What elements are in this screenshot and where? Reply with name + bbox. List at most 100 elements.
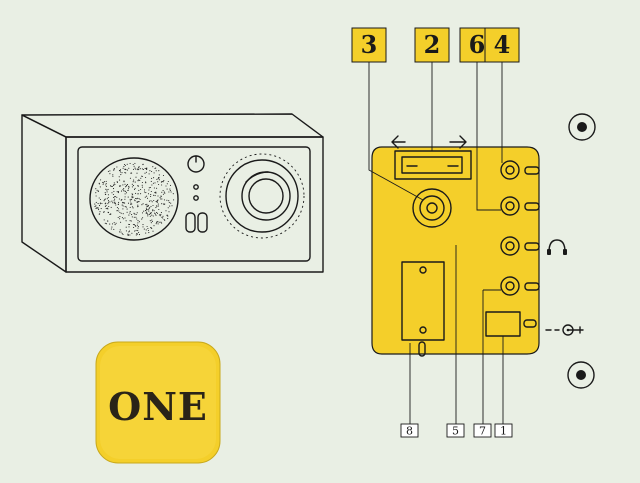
grille-dot	[131, 193, 133, 195]
grille-dot	[95, 195, 97, 197]
grille-dot	[110, 185, 112, 187]
grille-dot	[156, 201, 158, 203]
grille-dot	[132, 185, 134, 187]
grille-dot	[134, 200, 136, 202]
grille-dot	[151, 184, 153, 186]
grille-dot	[120, 199, 122, 201]
grille-dot	[147, 229, 149, 232]
grille-dot	[98, 209, 100, 211]
grille-dot	[122, 205, 124, 207]
grille-dot	[143, 191, 146, 193]
grille-dot	[124, 183, 126, 185]
grille-dot	[144, 210, 147, 212]
grille-dot	[121, 232, 123, 234]
grille-dot	[150, 222, 152, 224]
grille-dot	[131, 203, 133, 205]
grille-dot	[124, 196, 126, 198]
grille-dot	[122, 188, 124, 191]
grille-dot	[128, 230, 131, 232]
grille-dot	[134, 162, 136, 164]
grille-dot	[158, 170, 160, 172]
grille-dot	[155, 192, 157, 194]
grille-dot	[153, 225, 155, 227]
grille-dot	[128, 231, 130, 233]
grille-dot	[103, 210, 105, 213]
svg-text:7: 7	[479, 425, 486, 438]
grille-dot	[142, 217, 144, 219]
grille-dot	[165, 210, 167, 212]
grille-dot	[120, 231, 122, 233]
grille-dot	[154, 167, 156, 170]
callout-5: 5	[446, 423, 465, 438]
grille-dot	[113, 182, 115, 184]
grille-dot	[123, 187, 125, 190]
grille-dot	[105, 205, 107, 207]
grille-dot	[124, 172, 126, 174]
grille-dot	[152, 209, 154, 211]
grille-dot	[97, 207, 99, 209]
grille-dot	[133, 165, 135, 167]
display-window	[391, 135, 472, 180]
grille-dot	[153, 187, 155, 189]
grille-dot	[150, 194, 152, 196]
grille-dot	[143, 210, 145, 212]
grille-dot	[160, 214, 162, 216]
grille-dot	[129, 200, 131, 202]
grille-dot	[107, 220, 109, 222]
arrow-right-icon	[449, 135, 467, 149]
grille-dot	[137, 225, 139, 228]
grille-dot	[161, 184, 163, 186]
grille-dot	[102, 183, 104, 185]
grille-dot	[115, 222, 117, 224]
grille-dot	[100, 179, 102, 181]
grille-dot	[116, 196, 118, 198]
panel-jack	[500, 196, 540, 216]
svg-text:1: 1	[500, 425, 507, 438]
callout-8: 8	[400, 423, 419, 438]
arrow-left-icon	[391, 135, 406, 149]
grille-dot	[147, 204, 150, 206]
grille-dot	[154, 195, 156, 197]
svg-text:2: 2	[424, 30, 441, 59]
grille-dot	[124, 186, 127, 188]
grille-dot	[158, 183, 160, 186]
grille-dot	[141, 181, 143, 184]
grille-dot	[94, 206, 96, 208]
grille-dot	[158, 177, 160, 179]
grille-dot	[137, 201, 139, 203]
grille-dot	[119, 229, 121, 231]
grille-dot	[124, 168, 126, 170]
callouts-top: 3 2 6 4	[351, 27, 520, 63]
grille-dot	[169, 188, 171, 190]
grille-dot	[112, 202, 114, 204]
grille-dot	[98, 205, 101, 207]
grille-dot	[171, 205, 173, 207]
grille-dot	[147, 227, 149, 230]
grille-dot	[125, 226, 127, 228]
grille-dot	[155, 200, 157, 203]
grille-dot	[164, 203, 166, 205]
grille-dot	[105, 182, 107, 185]
grille-dot	[127, 196, 129, 198]
grille-dot	[155, 223, 157, 225]
grille-dot	[129, 198, 131, 200]
radio-switch-right	[197, 212, 208, 233]
grille-dot	[154, 213, 157, 215]
grille-dot	[95, 188, 97, 190]
grille-dot	[107, 212, 110, 214]
grille-dot	[120, 221, 122, 223]
grille-dot	[129, 234, 131, 236]
grille-dot	[116, 191, 118, 193]
grille-dot	[152, 230, 154, 232]
grille-dot	[117, 208, 119, 210]
grille-dot	[132, 163, 134, 166]
grille-dot	[157, 181, 159, 183]
grille-dot	[138, 166, 140, 168]
grille-dot	[118, 198, 120, 200]
grille-dot	[156, 212, 159, 214]
grille-dot	[163, 199, 165, 201]
grille-dot	[149, 213, 151, 215]
grille-dot	[109, 170, 111, 172]
grille-dot	[147, 214, 149, 216]
grille-dot	[113, 196, 115, 199]
